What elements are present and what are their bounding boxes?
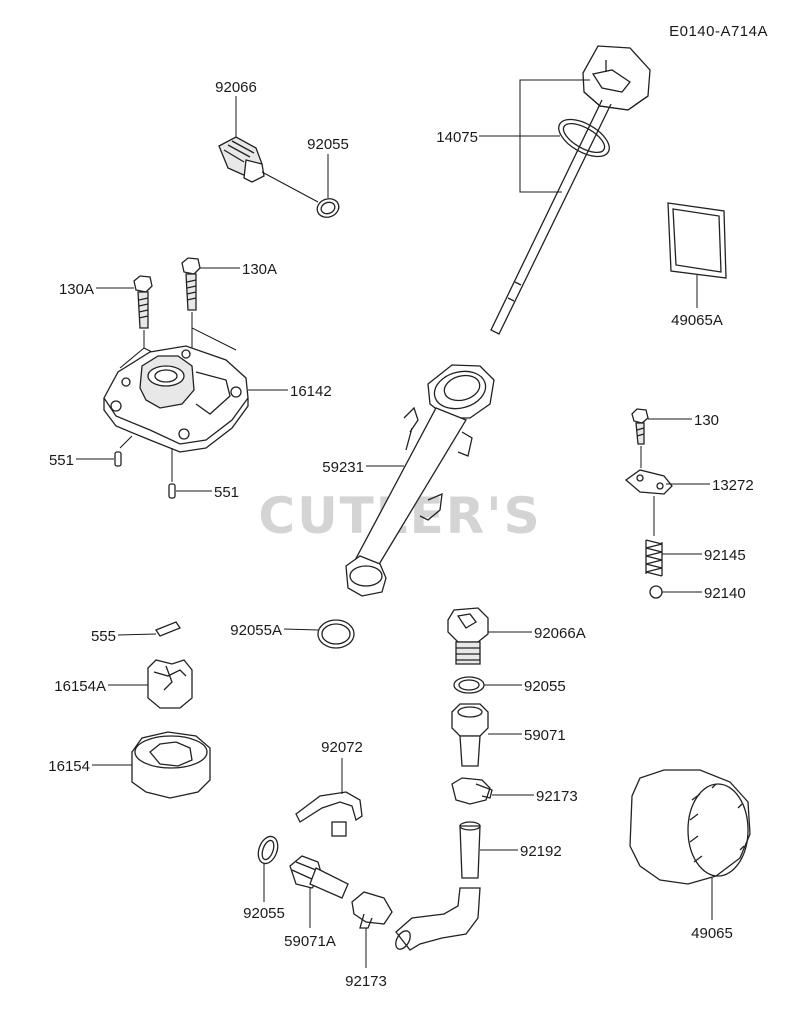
part-14075-dipstick[interactable] [490, 45, 651, 335]
callout-92173-right[interactable]: 92173 [536, 788, 578, 805]
part-59231-filler-tube[interactable] [345, 364, 495, 597]
leader-555 [117, 633, 157, 636]
part-92173-clamp-right[interactable] [451, 777, 493, 805]
part-92145-spring[interactable] [645, 539, 663, 577]
callout-92173-bottom[interactable]: 92173 [345, 973, 387, 990]
callout-92055-mid[interactable]: 92055 [524, 678, 566, 695]
part-92055-oring-top[interactable] [315, 196, 342, 220]
callout-16154[interactable]: 16154 [48, 758, 90, 775]
leader-92055-top-a [261, 171, 319, 203]
leader-14075-bracket [519, 79, 590, 193]
callout-59071[interactable]: 59071 [524, 727, 566, 744]
part-130A-bolt-right[interactable] [181, 257, 201, 311]
callout-16142[interactable]: 16142 [290, 383, 332, 400]
callout-130A-left[interactable]: 130A [59, 281, 94, 298]
part-551-pin-right[interactable] [168, 483, 176, 499]
callout-92145[interactable]: 92145 [704, 547, 746, 564]
part-92140-ball[interactable] [649, 585, 663, 599]
part-130-bolt[interactable] [631, 408, 649, 445]
part-49065-oil-filter[interactable] [629, 769, 751, 885]
callout-130A-right[interactable]: 130A [242, 261, 277, 278]
callout-16154A[interactable]: 16154A [54, 678, 106, 695]
callout-92072[interactable]: 92072 [321, 739, 363, 756]
part-92066A-plug[interactable] [447, 607, 489, 665]
callout-59071A[interactable]: 59071A [284, 933, 336, 950]
part-59071A-fitting[interactable] [289, 855, 349, 899]
callout-14075[interactable]: 14075 [436, 129, 478, 146]
guide-551-left [119, 435, 133, 449]
callout-59231[interactable]: 59231 [322, 459, 364, 476]
leader-92055A [283, 628, 319, 631]
callout-92055-bottom[interactable]: 92055 [243, 905, 285, 922]
callout-13272[interactable]: 13272 [712, 477, 754, 494]
part-92055-oring-mid[interactable] [453, 676, 485, 694]
part-92192-hose[interactable] [393, 821, 481, 952]
callout-92066[interactable]: 92066 [215, 79, 257, 96]
callout-92192[interactable]: 92192 [520, 843, 562, 860]
callout-92066A[interactable]: 92066A [534, 625, 586, 642]
diagram-code: E0140-A714A [669, 23, 768, 40]
part-13272-plate[interactable] [624, 469, 673, 495]
callout-555[interactable]: 555 [91, 628, 116, 645]
part-92173-clamp-bottom[interactable] [351, 891, 393, 929]
callout-92055-top[interactable]: 92055 [307, 136, 349, 153]
callout-551-left[interactable]: 551 [49, 452, 74, 469]
part-92055A-oring[interactable] [317, 619, 355, 649]
part-555-pin[interactable] [155, 621, 181, 637]
callout-92055A[interactable]: 92055A [230, 622, 282, 639]
callout-130[interactable]: 130 [694, 412, 719, 429]
part-551-pin-left[interactable] [114, 451, 122, 467]
callout-551-right[interactable]: 551 [214, 484, 239, 501]
part-92066-plug[interactable] [218, 136, 265, 183]
part-49065A-screen[interactable] [667, 202, 727, 279]
callout-49065A[interactable]: 49065A [671, 312, 723, 329]
guide-130A-right [191, 312, 237, 352]
part-130A-bolt-left[interactable] [133, 275, 153, 329]
part-92072-band[interactable] [295, 791, 363, 837]
part-16142-pump-housing[interactable] [103, 345, 249, 453]
part-92055-oring-bottom[interactable] [255, 834, 281, 866]
part-59071-fitting[interactable] [451, 703, 489, 767]
part-16154-outer-rotor[interactable] [131, 731, 211, 799]
callout-49065[interactable]: 49065 [691, 925, 733, 942]
callout-92140[interactable]: 92140 [704, 585, 746, 602]
part-16154A-inner-rotor[interactable] [147, 659, 193, 709]
